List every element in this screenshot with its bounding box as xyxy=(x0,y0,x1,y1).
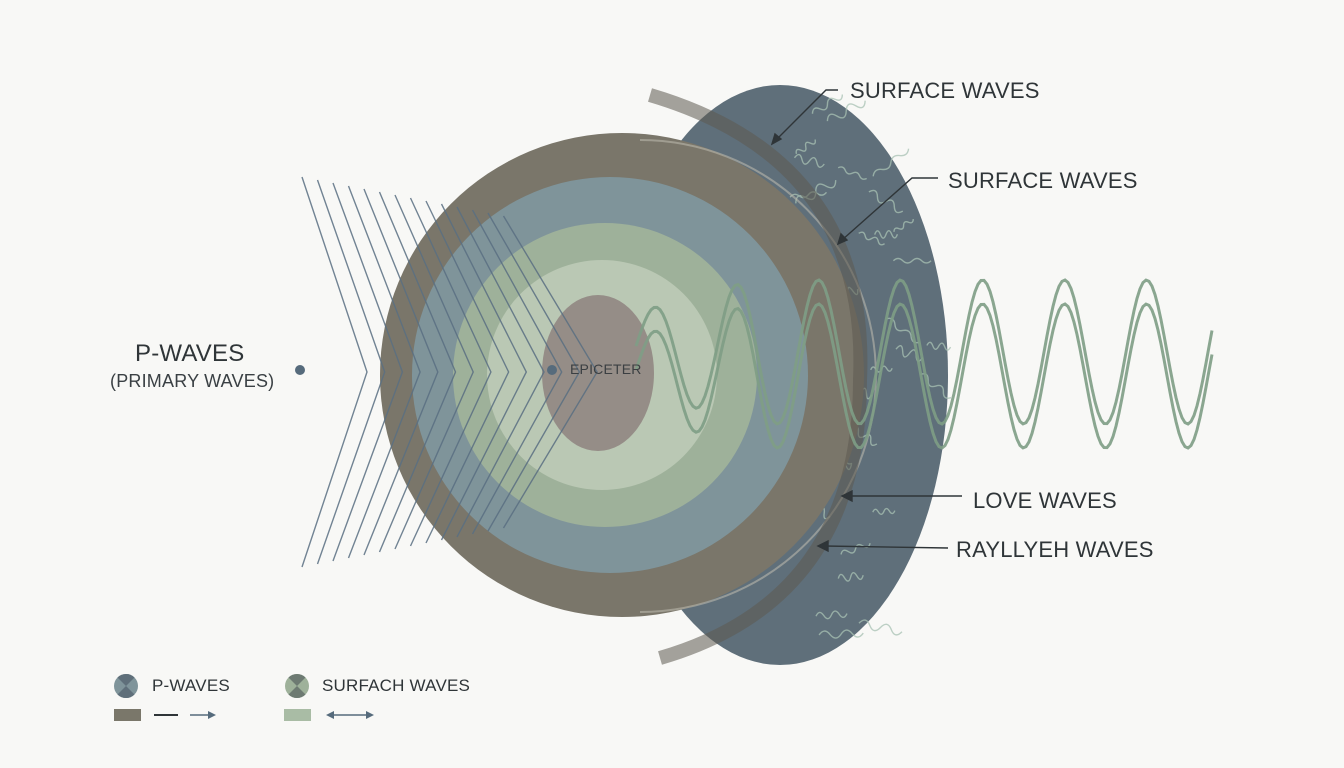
leader-arrowhead-4 xyxy=(816,539,829,553)
legend-surface-waves-swatch xyxy=(284,709,311,721)
p-wave-chevron xyxy=(332,182,404,562)
rim-squiggle xyxy=(920,373,952,399)
rim-squiggle xyxy=(837,166,867,180)
p-wave-chevron xyxy=(316,179,386,565)
rim-squiggle xyxy=(811,94,844,114)
legend-p-waves-icon xyxy=(114,673,138,699)
rayleigh-waves-label: RAYLLYEH WAVES xyxy=(956,537,1154,562)
p-wave-chevron xyxy=(347,185,421,559)
p-wave-source-dot xyxy=(295,365,305,375)
surface-wave-line-upper xyxy=(634,278,1214,426)
p-waves-subtitle: (PRIMARY WAVES) xyxy=(110,371,275,391)
p-wave-chevron xyxy=(394,194,474,550)
legend-surface-waves-label: SURFACH WAVES xyxy=(322,676,471,695)
rim-squiggle xyxy=(926,341,952,351)
rim-squiggle xyxy=(893,219,914,232)
surface-waves-label-1: SURFACE WAVES xyxy=(850,78,1040,103)
leader-arrowhead-1 xyxy=(770,132,783,146)
surface-waves-label-2: SURFACE WAVES xyxy=(948,168,1138,193)
leader-surface-waves-1 xyxy=(775,89,838,141)
legend-p-waves-label: P-WAVES xyxy=(152,676,230,695)
p-wave-chevron xyxy=(378,191,457,553)
p-wave-chevron xyxy=(440,203,528,541)
legend-p-waves-swatch xyxy=(114,709,141,721)
p-waves-title: P-WAVES xyxy=(135,340,245,367)
leader-lines xyxy=(770,89,962,553)
rim-squiggle xyxy=(872,148,910,177)
shell-edge-shadow xyxy=(648,88,868,665)
p-wave-chevron xyxy=(409,197,492,547)
rim-squiggle xyxy=(886,317,920,344)
rim-squiggle xyxy=(815,610,848,620)
rim-squiggle xyxy=(793,153,825,168)
rim-squiggle xyxy=(858,231,885,246)
rim-squiggle xyxy=(858,619,903,636)
surface-wave-line-lower xyxy=(634,302,1214,450)
rim-squiggle xyxy=(826,100,866,122)
rim-squiggle xyxy=(837,571,864,582)
leader-surface-waves-2 xyxy=(841,177,938,241)
legend-surface-waves-icon xyxy=(285,673,309,699)
p-wave-chevron xyxy=(502,215,598,529)
surface-wave-lines xyxy=(634,278,1214,450)
p-wave-chevron xyxy=(363,188,439,556)
legend-p-waves-arrow-icon xyxy=(190,711,216,719)
leader-rayleigh-waves xyxy=(823,545,949,549)
p-wave-chevron xyxy=(456,206,545,538)
leader-arrowhead-3 xyxy=(840,489,853,503)
rim-squiggle xyxy=(872,507,896,516)
epicenter-dot xyxy=(547,365,557,375)
rim-texture xyxy=(789,94,952,639)
rim-squiggle xyxy=(795,139,816,155)
legend-surface-waves-double-arrow-icon xyxy=(326,711,374,719)
p-wave-chevrons xyxy=(301,176,598,568)
p-wave-chevron xyxy=(425,200,510,544)
rim-squiggle xyxy=(892,257,932,264)
epicenter-core xyxy=(542,295,654,451)
p-wave-chevron xyxy=(471,209,563,535)
rim-squiggle xyxy=(818,629,864,639)
rim-squiggle xyxy=(874,229,899,239)
love-waves-label: LOVE WAVES xyxy=(973,488,1117,513)
p-wave-chevron xyxy=(301,176,368,568)
leader-arrowhead-2 xyxy=(836,232,849,246)
epicenter-label: EPICETER xyxy=(570,361,642,377)
p-wave-chevron xyxy=(487,212,581,532)
